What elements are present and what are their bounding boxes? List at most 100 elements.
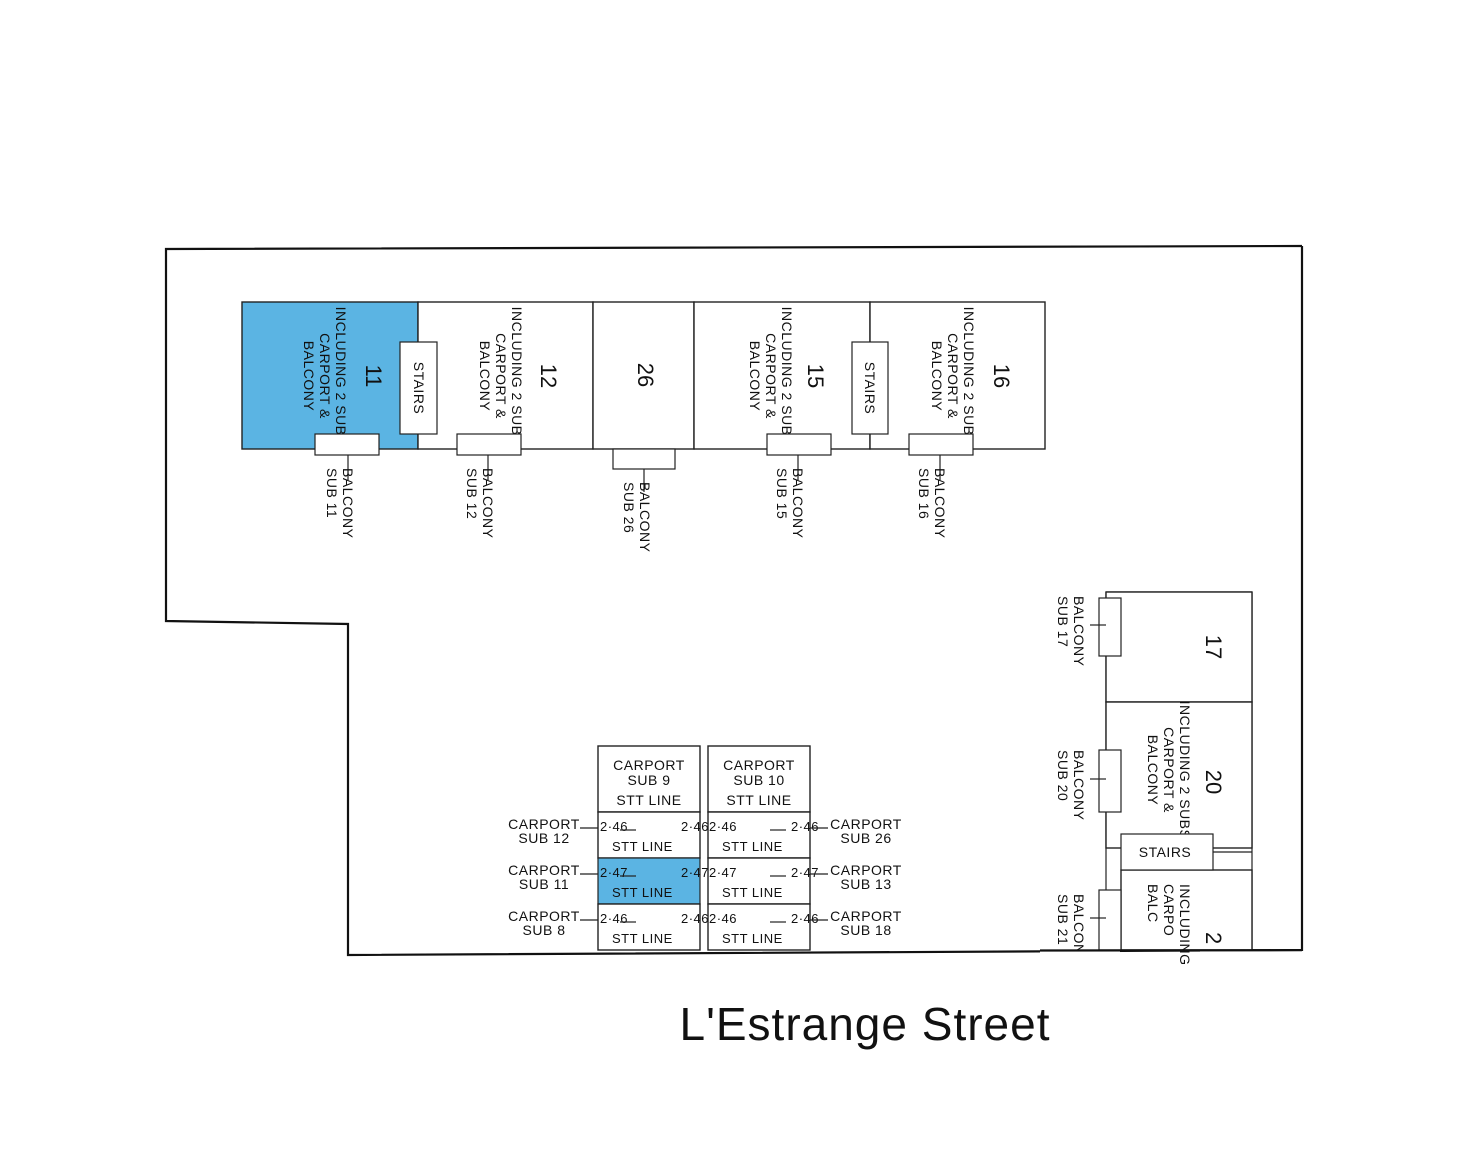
- balcony-20-line-1: BALCONY: [1071, 750, 1087, 821]
- dim-right: 2·46: [791, 819, 819, 834]
- dim-right: 2·46: [681, 911, 709, 926]
- unit-15-number: 15: [803, 364, 828, 388]
- unit-15-line-3: BALCONY: [747, 341, 763, 412]
- carport-sub-11-bay[interactable]: 2·47 2·47 STT LINE: [597, 857, 709, 905]
- carport-label-sub-12-line-2: SUB 12: [518, 830, 569, 846]
- unit-21-line-3: BALC: [1145, 884, 1161, 923]
- balcony-16-line-1: BALCONY: [932, 468, 948, 539]
- balcony-15-line-2: SUB 15: [774, 468, 790, 519]
- carport-sub-10[interactable]: CARPORT SUB 10 STT LINE: [707, 745, 811, 813]
- unit-11[interactable]: 11 INCLUDING 2 SUBS CARPORT & BALCONY: [241, 301, 419, 450]
- stt-line: STT LINE: [722, 931, 783, 946]
- dim-right: 2·47: [681, 865, 709, 880]
- unit-26[interactable]: 26: [592, 301, 695, 450]
- balcony-26-line-2: SUB 26: [621, 482, 637, 533]
- carport-label-sub-26-line-1: CARPORT: [830, 816, 902, 832]
- balcony-16[interactable]: BALCONY SUB 16: [908, 433, 974, 539]
- dim-right: 2·46: [791, 911, 819, 926]
- unit-11-line-1: INCLUDING 2 SUBS: [333, 307, 349, 446]
- dim-left: 2·47: [600, 865, 628, 880]
- unit-16-line-3: BALCONY: [929, 341, 945, 412]
- carport-sub-9-line-3: STT LINE: [616, 792, 681, 808]
- carport-label-sub-8-line-1: CARPORT: [508, 908, 580, 924]
- balcony-11-line-2: SUB 11: [324, 468, 340, 518]
- dim-left: 2·46: [709, 911, 737, 926]
- carport-sub-26-bay[interactable]: 2·46 2·46 STT LINE: [707, 811, 819, 859]
- carport-label-sub-13-line-1: CARPORT: [830, 862, 902, 878]
- balcony-26[interactable]: BALCONY SUB 26: [612, 448, 676, 553]
- unit-17-number: 17: [1201, 635, 1226, 659]
- balcony-12-line-2: SUB 12: [464, 468, 480, 519]
- unit-12-line-1: INCLUDING 2 SUBS: [509, 307, 525, 446]
- unit-16-number: 16: [989, 364, 1014, 388]
- balcony-21[interactable]: BALCONY SUB 21: [1055, 889, 1122, 965]
- carport-label-sub-18-line-1: CARPORT: [830, 908, 902, 924]
- carport-sub-10-line-3: STT LINE: [726, 792, 791, 808]
- balcony-11[interactable]: BALCONY SUB 11: [314, 433, 380, 539]
- unit-17[interactable]: 17: [1105, 591, 1253, 703]
- carport-label-sub-12: CARPORT SUB 12: [508, 816, 598, 846]
- carport-label-sub-18: CARPORT SUB 18: [810, 908, 902, 938]
- carport-sub-13-bay[interactable]: 2·47 2·47 STT LINE: [707, 857, 819, 905]
- balcony-12-line-1: BALCONY: [480, 468, 496, 539]
- unit-12-line-3: BALCONY: [477, 341, 493, 412]
- unit-11-line-3: BALCONY: [301, 341, 317, 412]
- unit-16-line-2: CARPORT &: [945, 333, 961, 419]
- unit-12-number: 12: [536, 364, 561, 388]
- balcony-17-line-1: BALCONY: [1071, 596, 1087, 667]
- stt-line: STT LINE: [722, 885, 783, 900]
- unit-12[interactable]: 12 INCLUDING 2 SUBS CARPORT & BALCONY: [417, 301, 594, 450]
- stairs-lower-label: STAIRS: [1139, 844, 1192, 860]
- balcony-20[interactable]: BALCONY SUB 20: [1055, 749, 1122, 821]
- carport-label-sub-11-line-2: SUB 11: [519, 876, 569, 892]
- stt-line: STT LINE: [722, 839, 783, 854]
- street-name: L'Estrange Street: [680, 998, 1051, 1050]
- carport-sub-9-line-2: SUB 9: [628, 772, 671, 788]
- unit-15[interactable]: 15 INCLUDING 2 SUBS CARPORT & BALCONY: [693, 301, 871, 450]
- dim-left: 2·46: [600, 819, 628, 834]
- balcony-12[interactable]: BALCONY SUB 12: [456, 433, 522, 539]
- carport-sub-18-bay[interactable]: 2·46 2·46 STT LINE: [707, 903, 819, 951]
- dim-right: 2·47: [791, 865, 819, 880]
- dim-right: 2·46: [681, 819, 709, 834]
- carport-sub-9-line-1: CARPORT: [613, 757, 685, 773]
- dim-left: 2·47: [709, 865, 737, 880]
- carport-label-sub-13: CARPORT SUB 13: [810, 862, 902, 892]
- carport-label-sub-8-line-2: SUB 8: [523, 922, 566, 938]
- unit-15-line-1: INCLUDING 2 SUBS: [779, 307, 795, 446]
- balcony-17[interactable]: BALCONY SUB 17: [1055, 596, 1122, 667]
- stairs-left-label: STAIRS: [411, 362, 427, 415]
- carport-label-sub-18-line-2: SUB 18: [840, 922, 891, 938]
- unit-20-line-2: CARPORT &: [1161, 727, 1177, 813]
- balcony-21-line-1: BALCONY: [1071, 894, 1087, 965]
- carport-sub-9[interactable]: CARPORT SUB 9 STT LINE: [597, 745, 701, 813]
- unit-21-line-1: INCLUDING: [1177, 884, 1193, 966]
- carport-label-sub-13-line-2: SUB 13: [840, 876, 891, 892]
- stairs-right: STAIRS: [851, 341, 889, 435]
- unit-20-line-1: INCLUDING 2 SUBS: [1177, 701, 1193, 840]
- balcony-15-line-1: BALCONY: [790, 468, 806, 539]
- balcony-26-line-1: BALCONY: [637, 482, 653, 553]
- carport-sub-10-line-1: CARPORT: [723, 757, 795, 773]
- carport-label-sub-26-line-2: SUB 26: [840, 830, 891, 846]
- property-boundary: [164, 244, 1304, 957]
- stt-line: STT LINE: [612, 885, 673, 900]
- unit-20[interactable]: 20 INCLUDING 2 SUBS CARPORT & BALCONY: [1105, 701, 1253, 849]
- balcony-15[interactable]: BALCONY SUB 15: [766, 433, 832, 539]
- carport-sub-8-bay[interactable]: 2·46 2·46 STT LINE: [597, 903, 709, 951]
- dim-left: 2·46: [709, 819, 737, 834]
- unit-26-number: 26: [633, 363, 658, 387]
- carport-label-sub-12-line-1: CARPORT: [508, 816, 580, 832]
- unit-11-number: 11: [361, 365, 386, 388]
- carport-sub-10-line-2: SUB 10: [733, 772, 784, 788]
- unit-20-number: 20: [1201, 770, 1226, 794]
- carport-label-sub-11: CARPORT SUB 11: [508, 862, 598, 892]
- carport-sub-12-bay[interactable]: 2·46 2·46 STT LINE: [597, 811, 709, 859]
- unit-15-line-2: CARPORT &: [763, 333, 779, 419]
- carport-label-sub-11-line-1: CARPORT: [508, 862, 580, 878]
- stairs-right-label: STAIRS: [862, 362, 878, 415]
- unit-16[interactable]: 16 INCLUDING 2 SUBS CARPORT & BALCONY: [869, 301, 1046, 450]
- carport-label-sub-26: CARPORT SUB 26: [810, 816, 902, 846]
